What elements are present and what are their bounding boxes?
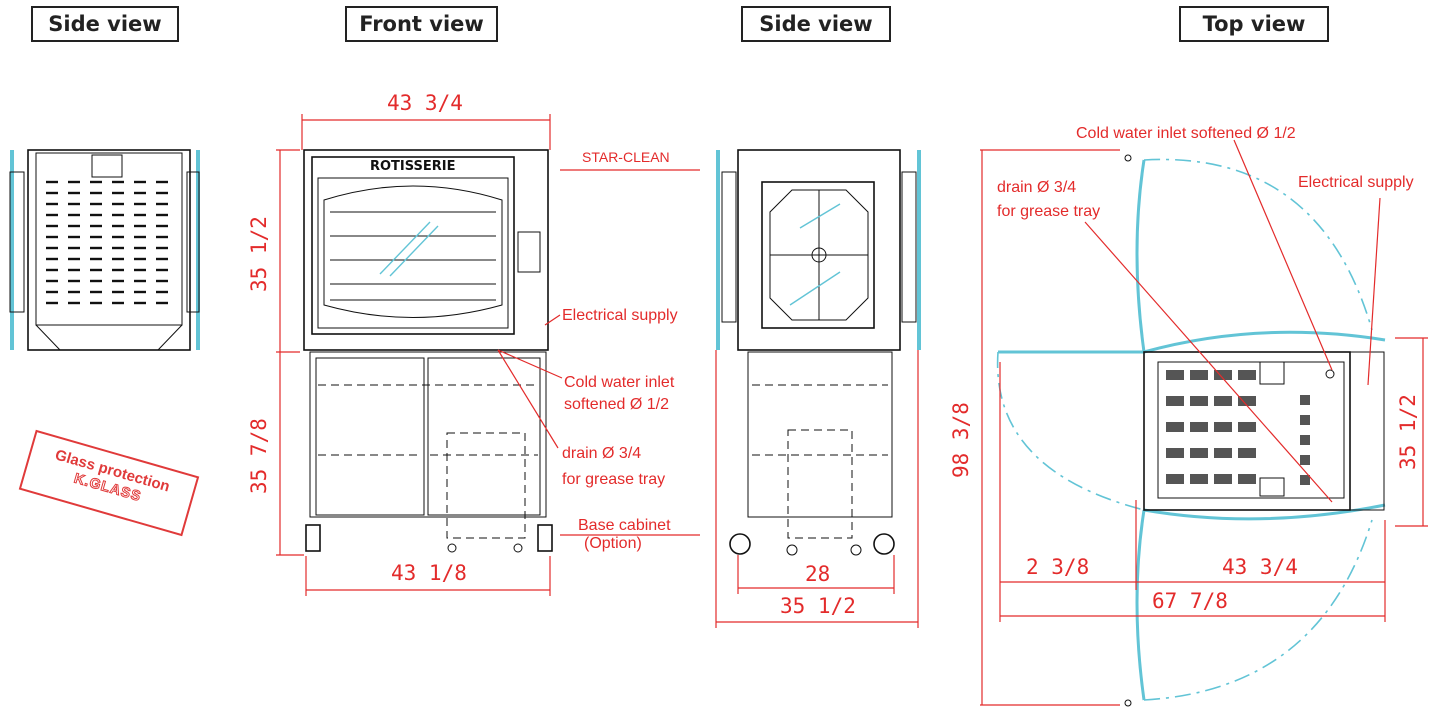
top-view-dimensions <box>980 139 1428 706</box>
side-view-right-dimensions <box>715 350 919 628</box>
top-view-oven-body <box>1143 351 1385 511</box>
top-electrical-supply-label: Electrical supply <box>1298 174 1414 191</box>
top-total-width-label: 67 7/8 <box>1152 589 1228 613</box>
side-view-left-title: Side view <box>31 6 179 42</box>
star-clean-label: STAR-CLEAN <box>582 149 670 165</box>
side-outer-width-label: 35 1/2 <box>780 594 856 618</box>
base-cabinet-label-line2: (Option) <box>584 535 642 552</box>
top-total-height-label: 98 3/8 <box>949 402 973 478</box>
drain-label-line2: for grease tray <box>562 471 665 488</box>
side-view-right-title: Side view <box>741 6 891 42</box>
side-view-left-drawing <box>9 149 200 351</box>
top-offset-label: 2 3/8 <box>1026 555 1089 579</box>
cold-water-label-line1: Cold water inlet <box>564 374 675 391</box>
top-cold-water-label: Cold water inlet softened Ø 1/2 <box>1076 125 1296 142</box>
base-cabinet-label-line1: Base cabinet <box>578 517 671 534</box>
front-view-drawing: ROTISSERIE <box>303 149 553 553</box>
drain-label-line1: drain Ø 3/4 <box>562 445 641 462</box>
front-view-title: Front view <box>345 6 498 42</box>
top-drain-label-line1: drain Ø 3/4 <box>997 179 1076 196</box>
top-view-title: Top view <box>1179 6 1329 42</box>
electrical-supply-label: Electrical supply <box>562 307 678 324</box>
front-oven-height-label: 35 1/2 <box>247 216 271 292</box>
oven-brand-logo: ROTISSERIE <box>370 159 456 174</box>
side-inner-width-label: 28 <box>805 562 830 586</box>
top-width-label: 43 3/4 <box>1222 555 1298 579</box>
top-view-door-swing <box>996 154 1386 707</box>
cold-water-label-line2: softened Ø 1/2 <box>564 396 669 413</box>
front-base-height-label: 35 7/8 <box>247 418 271 494</box>
front-width-bottom-label: 43 1/8 <box>391 561 467 585</box>
top-depth-label: 35 1/2 <box>1396 394 1420 470</box>
front-view-dimensions <box>276 114 700 596</box>
front-width-top-label: 43 3/4 <box>387 91 463 115</box>
side-view-right-drawing <box>716 149 921 556</box>
top-drain-label-line2: for grease tray <box>997 203 1100 220</box>
